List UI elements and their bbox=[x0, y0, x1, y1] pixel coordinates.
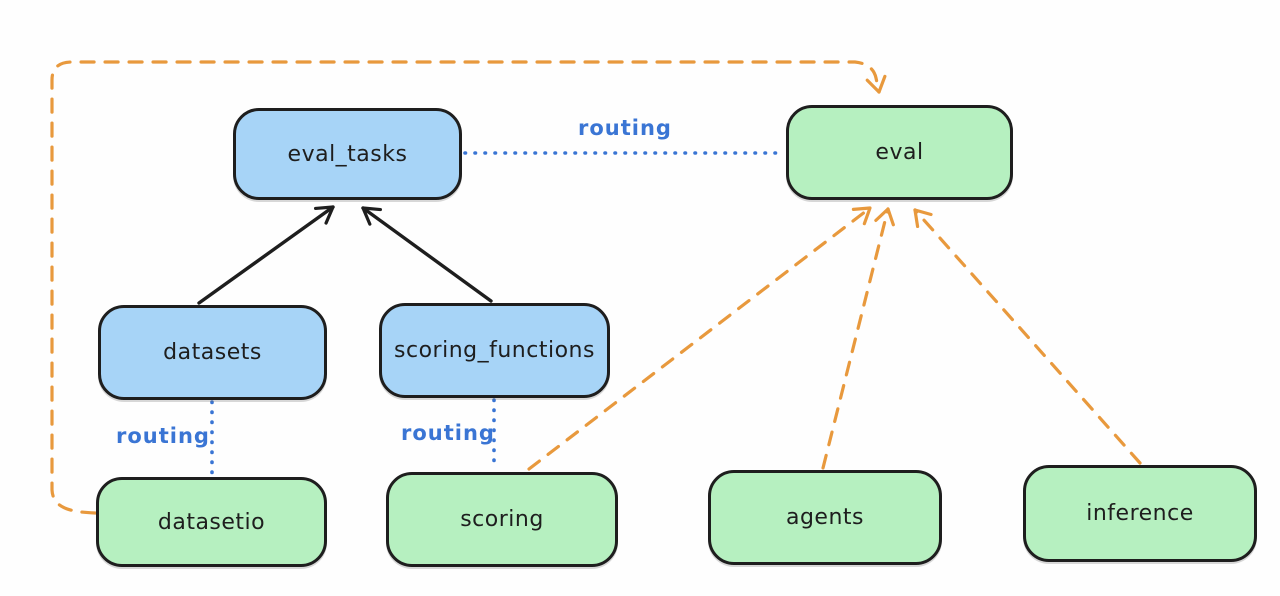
node-datasetio: datasetio bbox=[96, 477, 327, 567]
node-eval-label: eval bbox=[875, 140, 924, 165]
node-datasets: datasets bbox=[98, 305, 327, 400]
node-inference: inference bbox=[1023, 465, 1257, 562]
node-eval-tasks-label: eval_tasks bbox=[287, 141, 408, 167]
routing-label-scoring-functions-scoring: routing bbox=[401, 421, 495, 445]
edge-datasets-to-eval-tasks bbox=[197, 205, 335, 305]
node-eval: eval bbox=[786, 105, 1013, 200]
edge-datasetio-to-eval bbox=[50, 60, 887, 515]
edge-scoring-functions-to-eval-tasks bbox=[361, 206, 493, 303]
node-agents-label: agents bbox=[785, 505, 864, 530]
node-agents: agents bbox=[708, 470, 942, 565]
node-scoring-functions: scoring_functions bbox=[379, 303, 610, 398]
edge-agents-to-eval bbox=[821, 207, 895, 470]
node-scoring-functions-label: scoring_functions bbox=[394, 338, 595, 363]
node-eval-tasks: eval_tasks bbox=[233, 108, 462, 200]
node-inference-label: inference bbox=[1086, 501, 1194, 526]
routing-label-datasets-datasetio: routing bbox=[116, 424, 210, 448]
edge-scoring-to-eval bbox=[527, 206, 872, 471]
node-scoring: scoring bbox=[386, 472, 618, 567]
node-datasets-label: datasets bbox=[163, 340, 262, 365]
node-scoring-label: scoring bbox=[460, 507, 544, 532]
routing-label-eval-tasks-eval: routing bbox=[578, 116, 672, 140]
edge-inference-to-eval bbox=[913, 208, 1142, 465]
node-datasetio-label: datasetio bbox=[157, 509, 266, 535]
